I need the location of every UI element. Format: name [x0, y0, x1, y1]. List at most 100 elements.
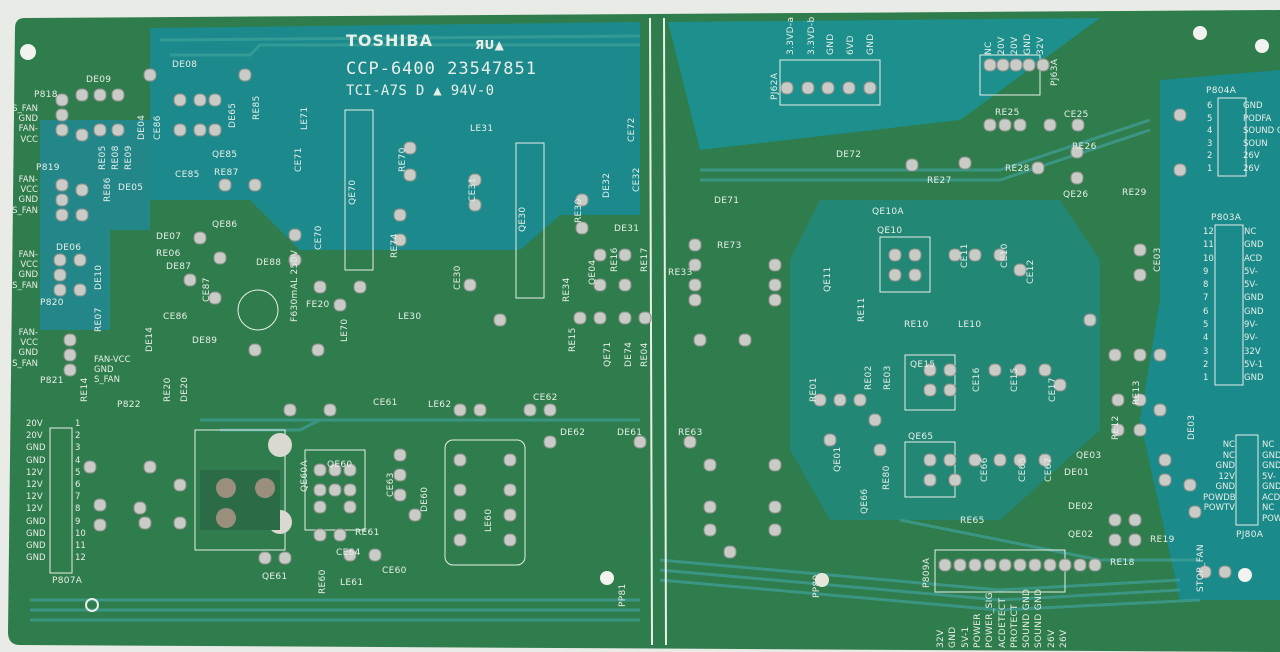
solder-pad [1071, 118, 1085, 132]
solder-pad [93, 518, 107, 532]
solder-pad [1128, 513, 1142, 527]
solder-pad [968, 248, 982, 262]
solder-pad [1153, 348, 1167, 362]
component-designator: F630mAL 250V [290, 249, 300, 322]
connector-p819-label: P819 [36, 163, 60, 173]
solder-pad [993, 453, 1007, 467]
solder-pad [313, 280, 327, 294]
solder-pad [780, 81, 794, 95]
solder-pad [75, 128, 89, 142]
solder-pad [473, 403, 487, 417]
solder-pad [93, 498, 107, 512]
solder-pad [238, 68, 252, 82]
solder-pad [63, 333, 77, 347]
solder-pad [638, 311, 652, 325]
solder-pad [923, 453, 937, 467]
solder-pad [343, 483, 357, 497]
solder-pad [983, 118, 997, 132]
solder-pad [968, 453, 982, 467]
solder-pad [1108, 533, 1122, 547]
p809a-pin-label: PROTECT [1009, 604, 1020, 648]
component-designator: QE04 [588, 259, 598, 285]
component-designator: QE60A [300, 460, 310, 492]
connector-pj80a-label: PJ80A [1236, 530, 1264, 540]
solder-pad [905, 158, 919, 172]
solder-pad [688, 278, 702, 292]
solder-pad [1183, 478, 1197, 492]
solder-pad [703, 458, 717, 472]
component-designator: DE02 [1068, 502, 1094, 512]
component-designator: RE28 [1005, 164, 1030, 174]
solder-pad [493, 313, 507, 327]
component-designator: RE60 [318, 569, 328, 594]
connector-p807a-label: P807A [52, 576, 83, 586]
component-designator: CE11 [960, 243, 970, 268]
component-designator: RE07 [94, 307, 104, 332]
component-designator: DE65 [228, 102, 238, 128]
solder-pad [1038, 363, 1052, 377]
solder-pad [193, 93, 207, 107]
component-designator: CE63 [386, 472, 396, 497]
component-designator: RE14 [80, 377, 90, 402]
connector-p819-pins: FAN- VCC GND S_FAN [12, 175, 38, 216]
solder-pad [55, 193, 69, 207]
solder-pad [1043, 118, 1057, 132]
solder-pad [313, 500, 327, 514]
solder-pad [593, 278, 607, 292]
solder-pad [63, 363, 77, 377]
component-designator: DE88 [256, 258, 282, 268]
component-designator: CE64 [336, 548, 361, 558]
component-designator: LE60 [484, 508, 494, 532]
solder-pad [393, 488, 407, 502]
solder-pad [288, 228, 302, 242]
component-designator: DE60 [420, 486, 430, 512]
component-designator: DE14 [145, 326, 155, 352]
solder-pad [833, 393, 847, 407]
solder-pad [948, 473, 962, 487]
connector-pj80a-right-pins: NC GND GND 5V- GND ACD NC POWE [1262, 440, 1280, 524]
solder-pad [503, 508, 517, 522]
solder-pad [1108, 513, 1122, 527]
solder-pad [853, 393, 867, 407]
connector-p803a-pins: NC GND ACD 5V- 5V- GND GND 9V- 9V- 32V 5… [1244, 227, 1264, 384]
solder-pad [1073, 558, 1087, 572]
solder-pad [133, 501, 147, 515]
solder-pad [1133, 243, 1147, 257]
solder-pad [888, 268, 902, 282]
screw-hole [815, 573, 829, 587]
solder-pad [333, 298, 347, 312]
pj62a-pin-4: 6VD [846, 35, 856, 55]
solder-pad [53, 268, 67, 282]
solder-pad [1009, 58, 1023, 72]
solder-pad [923, 473, 937, 487]
component-designator: QE70 [348, 179, 358, 205]
component-designator: RE02 [864, 365, 874, 390]
component-designator: CE61 [373, 398, 398, 408]
solder-pad [688, 258, 702, 272]
component-designator: RE13 [1132, 380, 1142, 405]
component-designator: QE15 [910, 360, 936, 370]
component-designator: CE87 [202, 277, 212, 302]
component-designator: RE04 [640, 342, 650, 367]
solder-pad [1058, 558, 1072, 572]
solder-pad [173, 123, 187, 137]
solder-pad [258, 551, 272, 565]
component-designator: QE11 [823, 266, 833, 292]
teal-copper-pour-right [1140, 70, 1280, 600]
solder-pad [75, 88, 89, 102]
solder-pad [823, 433, 837, 447]
component-designator: RE06 [156, 249, 181, 259]
solder-pad [768, 500, 782, 514]
teal-copper-pour-fan [40, 120, 150, 330]
solder-pad [193, 231, 207, 245]
solder-pad [996, 58, 1010, 72]
solder-pad [948, 248, 962, 262]
solder-pad [63, 348, 77, 362]
component-designator: CE10 [1000, 243, 1010, 268]
solder-pad [1133, 423, 1147, 437]
component-designator: DE74 [624, 341, 634, 367]
connector-p807a-pins: 20V 20V GND GND 12V 12V 12V 12V GND GND … [26, 419, 46, 564]
component-designator: DE89 [192, 336, 218, 346]
solder-pad [503, 483, 517, 497]
component-designator: DE20 [180, 376, 190, 402]
